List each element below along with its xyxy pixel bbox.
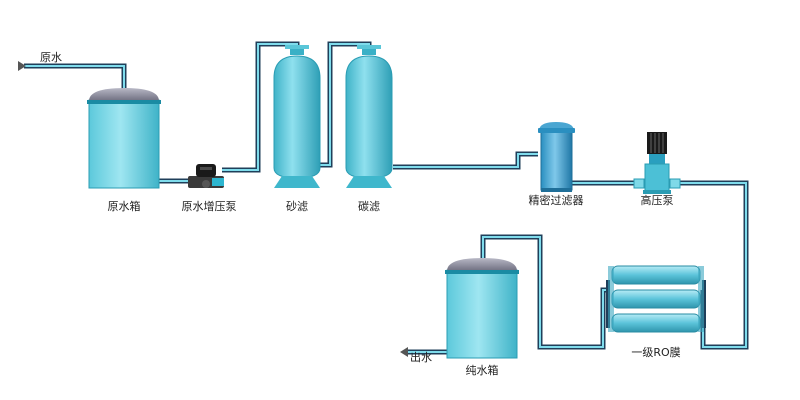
hp-pump-label: 高压泵 <box>641 193 674 207</box>
ro-membrane-tube <box>611 289 701 309</box>
booster-pump <box>188 164 224 188</box>
raw-water-inlet-label: 原水 <box>40 51 62 64</box>
raw-tank-label: 原水箱 <box>108 199 141 213</box>
sand-filter-vessel <box>273 45 321 188</box>
booster-pump-label: 原水增压泵 <box>182 199 237 213</box>
ro-membrane-tube <box>611 265 701 285</box>
precision-filter-label: 精密过滤器 <box>529 193 584 207</box>
pure-water-tank <box>445 258 519 359</box>
carbon-filter-vessel <box>345 45 393 188</box>
outlet-arrow-icon <box>400 347 408 357</box>
high-pressure-pump <box>633 132 681 194</box>
ro-membrane-array <box>606 265 706 333</box>
carbon-filter-label: 碳滤 <box>358 199 380 213</box>
ro-membrane-label: 一级RO膜 <box>631 346 680 359</box>
raw-water-tank <box>87 88 161 189</box>
ro-membrane-tube <box>611 313 701 333</box>
sand-filter-label: 砂滤 <box>286 200 308 213</box>
precision-filter <box>538 122 575 192</box>
water-outlet-label: 出水 <box>410 350 432 364</box>
inlet-arrow-icon <box>18 61 26 71</box>
pure-tank-label: 纯水箱 <box>466 363 499 377</box>
